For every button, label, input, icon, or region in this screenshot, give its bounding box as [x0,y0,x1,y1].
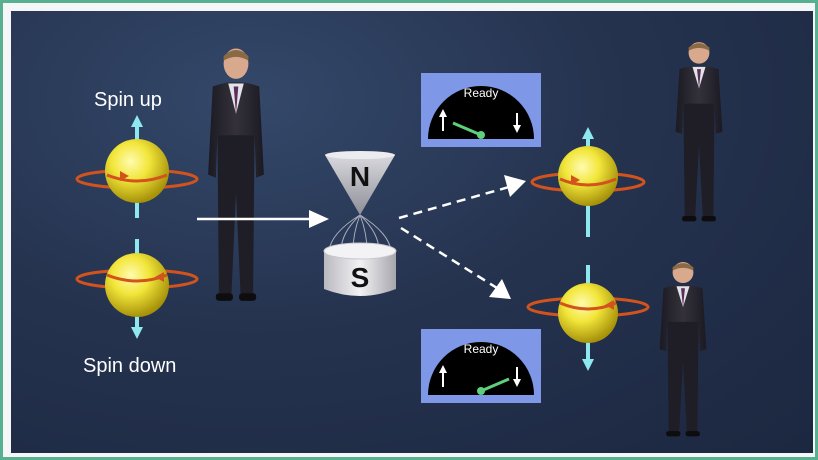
north-label: N [350,161,370,192]
output-spin-down-particle [528,265,648,371]
meter-title: Ready [464,86,499,100]
sphere [558,283,618,343]
stern-gerlach-magnet: N S [324,151,396,296]
presenter-figure-upper [676,42,723,221]
south-label: S [351,262,370,293]
meter-bottom: Ready [421,329,541,403]
meter-title: Ready [464,342,499,356]
presenter-figure [208,49,264,301]
scene: Spin up Spin down [11,11,813,453]
output-spin-up-particle [532,127,644,237]
presenter-figure-lower [660,262,707,436]
spin-down-particle [77,239,197,339]
arrowhead-icon [309,210,329,228]
spin-down-arrowhead-icon [131,327,143,339]
up-arrowhead-icon [582,127,594,139]
spin-up-particle [77,115,197,218]
upper-beam [399,187,509,218]
sphere [105,139,169,203]
meter-top: Ready [421,73,541,147]
sphere [558,146,618,206]
sphere [105,253,169,317]
arrowhead-icon [489,279,511,299]
split-beam-arrows [399,175,526,299]
lower-beam [401,228,497,288]
arrowhead-icon [504,175,526,197]
spin-up-arrowhead-icon [131,115,143,127]
down-arrowhead-icon [582,359,594,371]
input-beam-arrow [197,210,329,228]
physics-diagram: N S Ready [11,11,813,453]
